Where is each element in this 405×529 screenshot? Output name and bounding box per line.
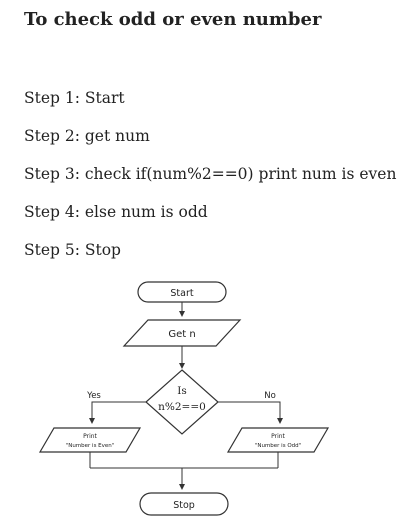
decision-label-line1: Is	[177, 385, 187, 397]
stop-label: Stop	[173, 500, 195, 511]
step-item: Step 3: check if(num%2==0) print num is …	[24, 165, 397, 183]
print-even-label-line2: "Number is Even"	[66, 443, 115, 449]
step-item: Step 5: Stop	[24, 241, 121, 259]
start-label: Start	[170, 288, 193, 299]
no-branch-arrow	[218, 401, 283, 424]
stop-terminator	[139, 492, 229, 516]
print-odd-label-line1: Print	[271, 433, 285, 440]
start-terminator	[137, 281, 227, 303]
step-list: Step 1: Start Step 2: get num Step 3: ch…	[24, 88, 396, 278]
connector-lines	[89, 302, 283, 490]
decision-label-line2: n%2==0	[158, 401, 206, 413]
print-odd-parallelogram	[226, 427, 330, 453]
decision-diamond	[145, 369, 219, 435]
yes-branch-arrow	[89, 401, 146, 424]
input-parallelogram	[122, 319, 242, 347]
input-label: Get n	[168, 329, 195, 340]
step-item: Step 4: else num is odd	[24, 203, 208, 221]
step-item: Step 1: Start	[24, 89, 125, 107]
page-title: To check odd or even number	[24, 9, 322, 30]
print-even-parallelogram	[38, 427, 142, 453]
print-odd-label-line2: "Number is Odd"	[255, 443, 301, 449]
yes-label: Yes	[86, 391, 101, 401]
no-label: No	[264, 391, 276, 401]
print-even-label-line1: Print	[83, 433, 97, 440]
step-item: Step 2: get num	[24, 127, 150, 145]
